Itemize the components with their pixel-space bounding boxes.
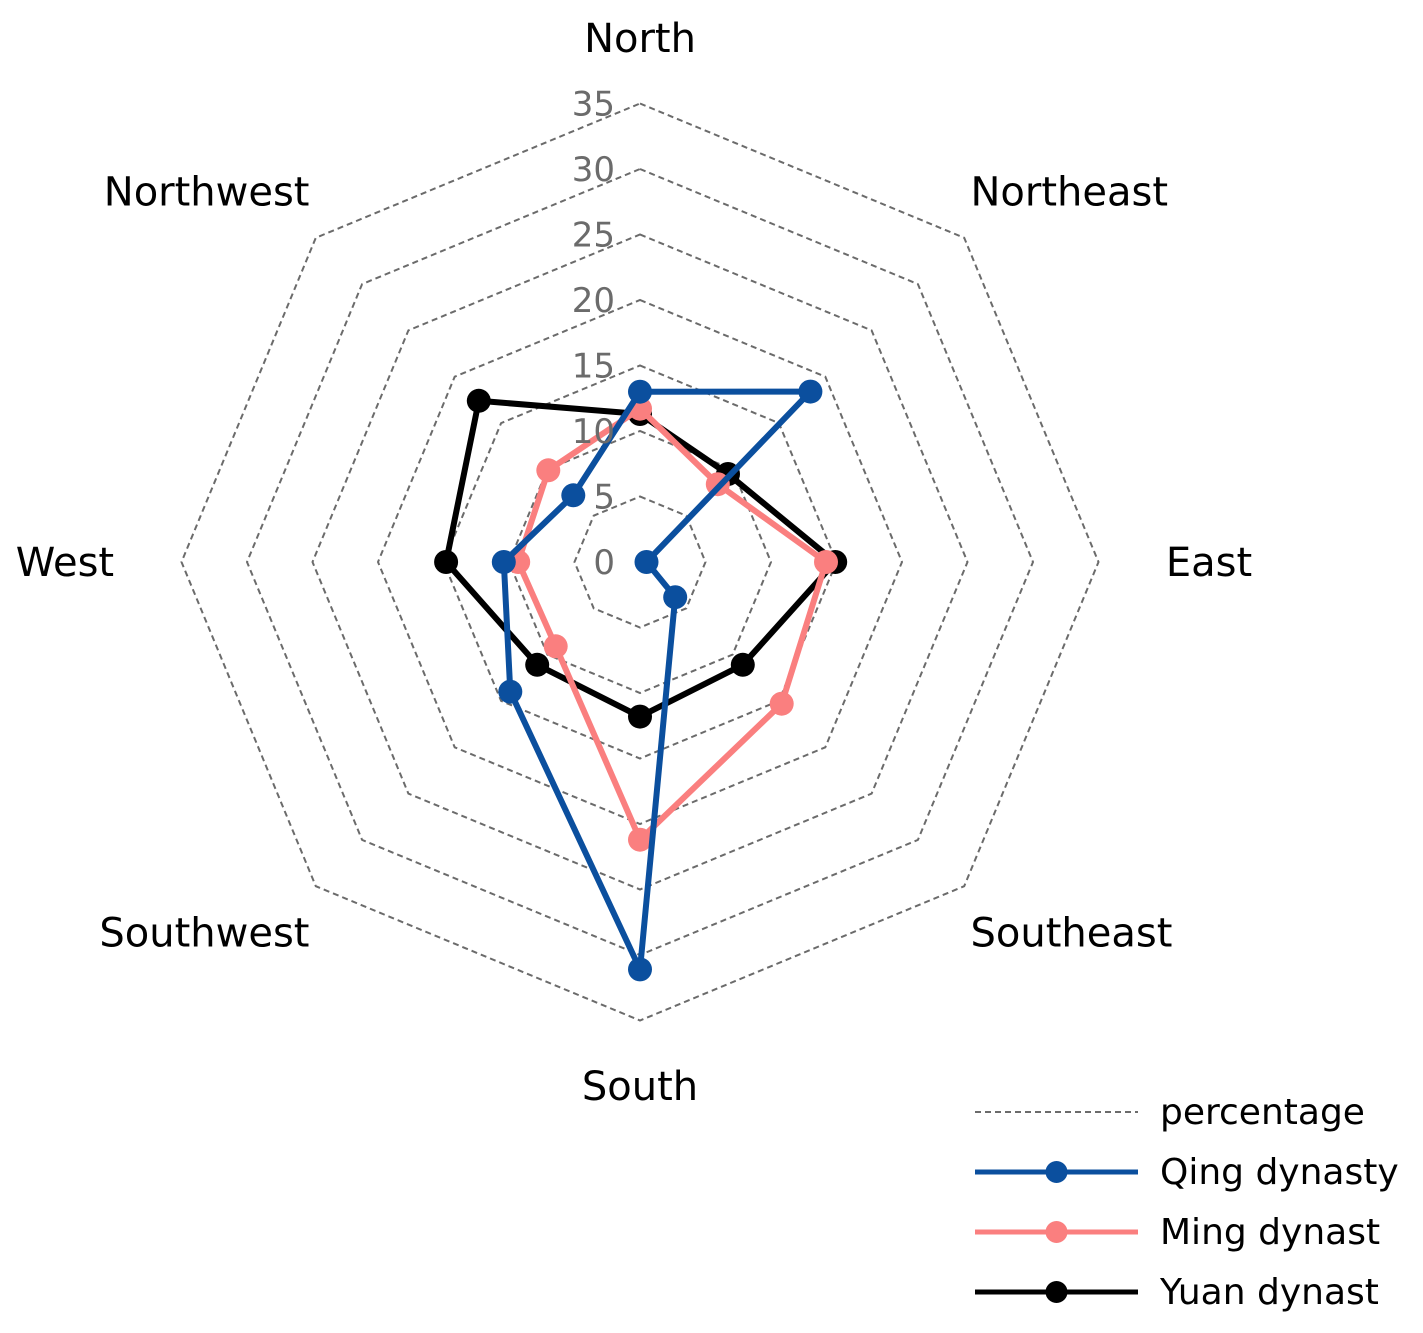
point-yuan-dynast-northwest [466, 388, 491, 413]
point-qing-dynasty-north [628, 379, 652, 404]
legend-marker-qing-dynasty [1045, 1161, 1068, 1183]
grid-ring-5 [573, 495, 707, 629]
category-label-southeast: Southeast [971, 911, 1173, 957]
legend-label-ming-dynast: Ming dynast [1160, 1212, 1380, 1253]
r-tick-label: 0 [593, 543, 615, 583]
point-yuan-dynast-west [434, 550, 459, 574]
point-yuan-dynast-southeast [730, 652, 755, 677]
r-tick-label: 15 [572, 347, 615, 387]
legend-label-yuan-dynast: Yuan dynast [1159, 1272, 1379, 1313]
grid-ring-10 [507, 429, 773, 695]
r-tick-label: 10 [572, 412, 615, 452]
point-yuan-dynast-south [628, 704, 652, 729]
r-tick-label: 20 [572, 281, 615, 321]
category-label-southwest: Southwest [99, 911, 309, 957]
legend-label-percentage: percentage [1160, 1092, 1365, 1133]
r-tick-label: 25 [572, 216, 615, 256]
legend-item-yuan-dynast: Yuan dynast [975, 1272, 1379, 1313]
point-qing-dynasty-northeast [798, 379, 823, 404]
series-qing-dynasty [491, 379, 823, 982]
radar-series [434, 379, 848, 982]
category-label-east: East [1166, 540, 1252, 586]
point-qing-dynasty-east [634, 550, 659, 574]
legend-item-ming-dynast: Ming dynast [975, 1212, 1380, 1253]
grid-ring-15 [442, 364, 838, 760]
grid-ring-20 [376, 298, 904, 826]
category-label-north: North [584, 16, 696, 62]
category-label-west: West [16, 540, 114, 586]
point-ming-dynast-east [814, 550, 838, 574]
point-qing-dynasty-southwest [498, 679, 523, 704]
r-tick-label: 35 [572, 85, 615, 125]
point-ming-dynast-south [628, 827, 652, 852]
series-yuan-dynast [434, 388, 848, 729]
category-label-south: South [582, 1064, 698, 1110]
point-ming-dynast-southwest [543, 634, 568, 659]
point-ming-dynast-southeast [769, 691, 794, 716]
r-tick-label: 30 [572, 150, 615, 190]
legend-marker-yuan-dynast [1045, 1281, 1068, 1303]
point-qing-dynasty-northwest [561, 483, 586, 508]
category-label-northeast: Northeast [971, 170, 1169, 216]
point-ming-dynast-northwest [536, 458, 561, 483]
point-qing-dynasty-west [491, 550, 516, 574]
point-yuan-dynast-southwest [525, 652, 550, 677]
point-qing-dynasty-south [628, 957, 652, 982]
legend-label-qing-dynasty: Qing dynasty [1160, 1152, 1399, 1193]
category-label-northwest: Northwest [104, 170, 310, 216]
radial-tick-labels: 0 5 10 15 20 25 30 35 [572, 85, 615, 584]
r-tick-label: 5 [593, 478, 615, 518]
point-qing-dynasty-southeast [663, 585, 688, 610]
grid-ring-25 [311, 233, 969, 891]
legend-item-qing-dynasty: Qing dynasty [975, 1152, 1399, 1193]
grid-ring-35 [180, 102, 1100, 1022]
legend-item-percentage: percentage [975, 1092, 1365, 1133]
legend-marker-ming-dynast [1045, 1221, 1068, 1243]
